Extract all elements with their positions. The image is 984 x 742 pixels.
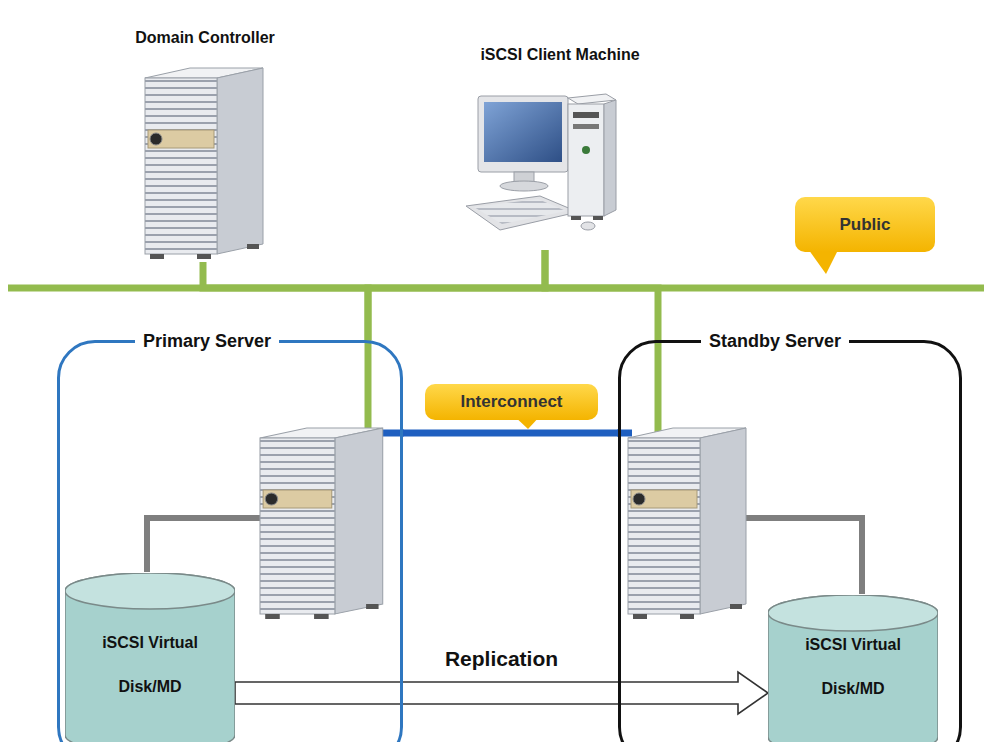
disk-label: iSCSI Virtual Disk/MD: [789, 623, 917, 711]
server-tower: [145, 68, 263, 259]
disk-cable: [147, 518, 262, 572]
disk-cylinder: iSCSI Virtual Disk/MD: [65, 573, 235, 742]
callout-text: Public: [839, 215, 890, 235]
device-node: Domain Controller: [104, 28, 306, 262]
group-heading: Standby Server: [701, 330, 849, 352]
disk-cylinder: iSCSI Virtual Disk/MD: [768, 595, 938, 742]
replication-arrow: [235, 672, 768, 714]
server-tower: [628, 428, 746, 619]
callout-bubble: Public: [795, 197, 935, 252]
cylinder-top: [768, 595, 938, 631]
callout-text: Interconnect: [460, 392, 562, 412]
server-group: Standby ServeriSCSI Virtual Disk/MD: [618, 340, 962, 742]
device-node: iSCSI Client Machine: [449, 45, 671, 250]
cylinder-shape: [65, 573, 235, 742]
network-link: [368, 250, 545, 340]
edge-label: Replication: [439, 647, 564, 671]
group-heading: Primary Server: [135, 330, 279, 352]
device-label: iSCSI Client Machine: [449, 45, 671, 65]
network-drop: [655, 340, 662, 433]
cylinder-body: [65, 573, 235, 742]
cylinder-body: [768, 595, 938, 742]
client-computer: [466, 94, 616, 230]
cylinder-shape: [768, 595, 938, 742]
cylinder-top: [65, 573, 235, 609]
callout-bubble: Interconnect: [425, 384, 598, 420]
server-group: Primary ServeriSCSI Virtual Disk/MD: [57, 340, 403, 742]
disk-label: iSCSI Virtual Disk/MD: [86, 621, 214, 709]
network-link: [203, 262, 368, 340]
disk-cable: [744, 518, 862, 594]
server-tower: [260, 428, 383, 619]
device-label: Domain Controller: [104, 28, 306, 48]
interconnect-link: [403, 430, 618, 437]
network-link: [545, 250, 658, 340]
network-drop: [365, 340, 372, 433]
